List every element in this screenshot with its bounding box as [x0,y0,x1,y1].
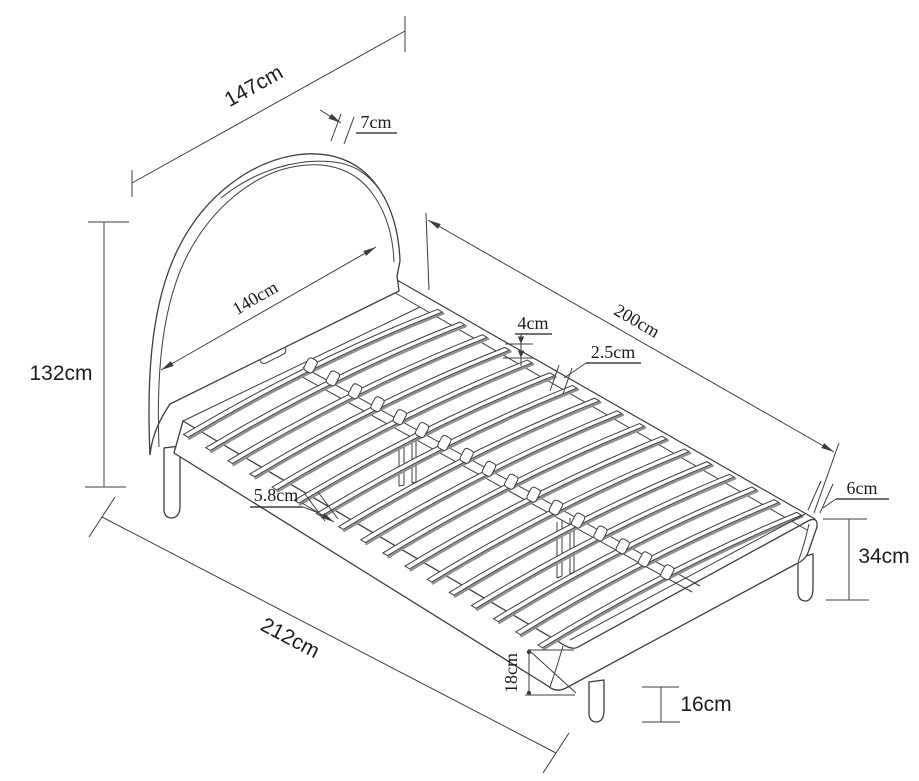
slat-center-holder [615,538,630,555]
foot-strip-inner-edge [569,513,806,641]
slat-center-holder [548,499,563,516]
dim-extension [813,442,840,514]
bed-leg-foot-near [588,679,605,723]
bed-frame-illustration [148,153,818,723]
dim-sleeping-length-label: 200cm [611,300,663,342]
dim-headboard-height-label: 132cm [29,362,92,385]
dim-frame-height: 34cm [823,518,910,601]
dim-slat-thickness-label: 2.5cm [591,342,636,362]
slat-center-holder [325,370,341,387]
dim-tick [807,480,822,511]
slat-center-holder [570,512,586,529]
dim-tick [343,116,355,145]
dim-slat-thickness: 2.5cm [549,342,641,395]
slat-shade-line [409,439,669,572]
bed-leg-foot-right [797,553,814,602]
slat-center-holder [593,525,608,542]
dim-slat-gap: 5.8cm [250,485,339,523]
slat-center-holder [370,396,385,413]
slat-shade-line [498,489,759,625]
slat-center-holder [660,564,675,581]
slat-center-holder [526,486,541,503]
slat-shade-line [475,477,737,611]
dim-rail-top-width: 6cm [807,478,889,514]
slat [514,499,780,636]
dim-frame-height-label: 34cm [858,545,909,568]
center-rail-edge-2 [294,372,693,593]
dim-slat-gap-small-label: 4cm [518,313,549,333]
slat [448,461,713,596]
dim-headboard-thickness: 7cm [319,109,397,145]
headboard-piping-top [220,160,380,199]
dim-rail-top-width-label: 6cm [847,478,878,498]
dim-tick [819,483,834,514]
slat [470,473,736,609]
dim-slat-gap-label: 5.8cm [254,485,299,505]
dim-tick [88,496,116,538]
dim-tick [542,732,570,774]
bed-leg-head-left [163,445,181,519]
dim-headboard-height: 132cm [29,221,129,488]
slat-shade-line [431,451,692,585]
slat-center-holder [414,422,430,438]
slat-center-holder [637,551,653,568]
slat-shade-line [520,502,782,638]
dim-tick [317,491,339,520]
dim-leg-height-label: 16cm [680,693,731,716]
dim-tick [549,364,560,392]
dim-headboard-thickness-label: 7cm [361,112,392,132]
slat [492,486,758,623]
dim-extension [425,212,430,291]
dim-overall-length-label: 212cm [257,613,324,663]
dim-tick [562,367,573,395]
center-rail-edge-1 [302,366,701,587]
slat-center-holder [481,460,497,477]
dim-footboard-height: 18cm [501,649,577,696]
slat-center-holder [348,383,363,400]
slat-center-holder [392,409,407,426]
slat-shade-line [542,515,804,651]
dim-headboard-width-label: 147cm [221,61,287,112]
slat-center-holder [504,473,519,490]
dim-tick [330,113,342,142]
frame-side-and-footboard [173,420,818,691]
frame-corner-crease-right [797,523,810,563]
dim-footboard-height-label: 18cm [501,653,521,693]
slat-shade-line [453,464,714,598]
dim-slat-gap-small: 4cm [503,313,552,366]
dim-leg-height: 16cm [642,686,732,723]
slat [536,511,803,649]
